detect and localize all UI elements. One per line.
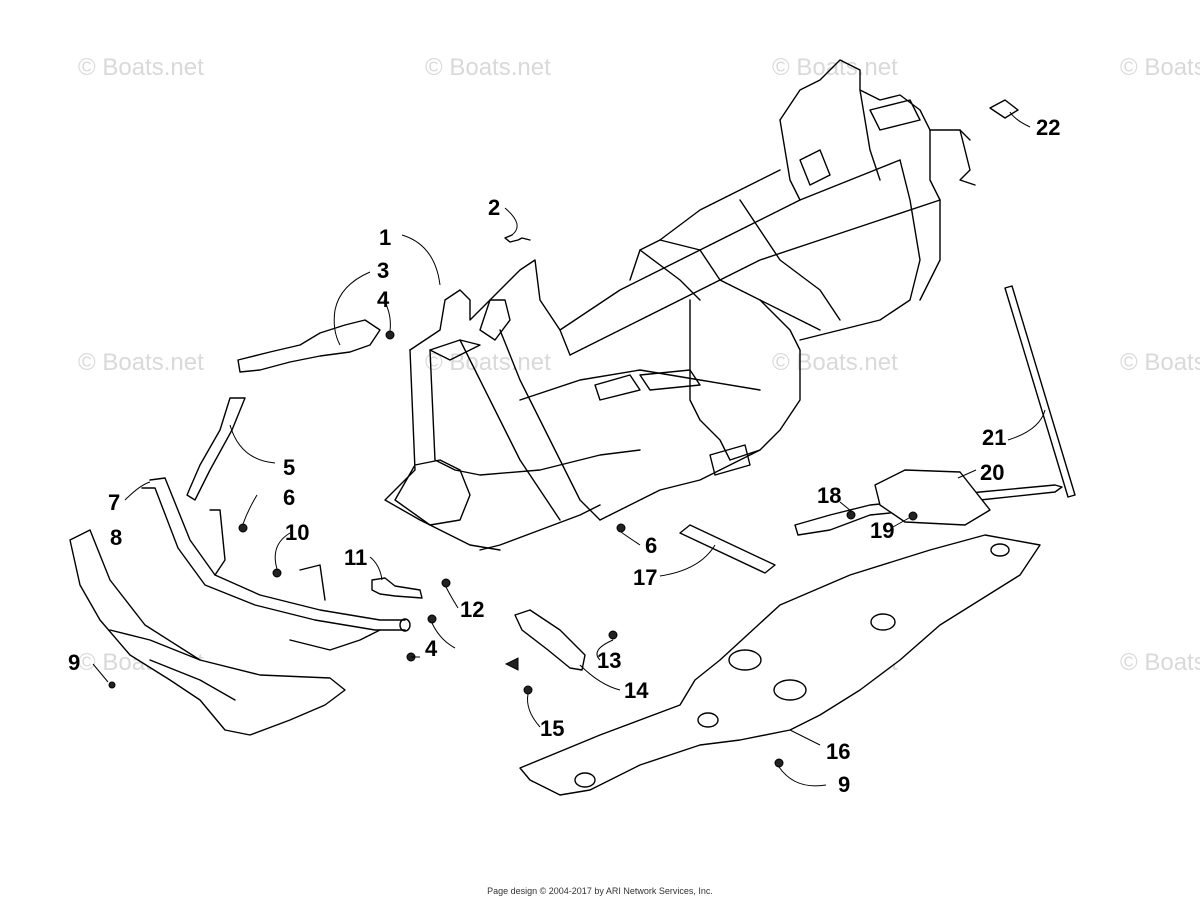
watermark: © Boats.net bbox=[1120, 649, 1200, 676]
part-6-bolt[interactable] bbox=[238, 523, 248, 533]
callouts: 1 2 3 4 5 6 7 8 9 10 11 12 4 6 17 13 14 … bbox=[68, 115, 1060, 797]
callout-20[interactable]: 20 bbox=[980, 460, 1004, 485]
leader-lines bbox=[92, 111, 1046, 787]
callout-1[interactable]: 1 bbox=[379, 225, 391, 250]
callout-6[interactable]: 6 bbox=[283, 485, 295, 510]
part-19-bar[interactable] bbox=[794, 484, 1063, 536]
callout-12[interactable]: 12 bbox=[460, 597, 484, 622]
callout-2[interactable]: 2 bbox=[488, 195, 500, 220]
part-11-bracket[interactable] bbox=[371, 577, 423, 599]
callout-7[interactable]: 7 bbox=[108, 490, 120, 515]
part-20-bracket[interactable] bbox=[874, 469, 991, 526]
part-9-clip[interactable] bbox=[774, 758, 784, 768]
callout-17[interactable]: 17 bbox=[633, 565, 657, 590]
callout-11[interactable]: 11 bbox=[344, 545, 367, 570]
part-6-bolt[interactable] bbox=[616, 523, 626, 533]
part-14-bracket[interactable] bbox=[514, 609, 586, 671]
callout-9[interactable]: 9 bbox=[68, 650, 80, 675]
part-2-clip[interactable] bbox=[504, 234, 531, 243]
arrow-icon bbox=[504, 657, 519, 671]
watermark: © Boats.net bbox=[425, 349, 551, 376]
part-3-bracket[interactable] bbox=[237, 319, 381, 373]
callout-16[interactable]: 16 bbox=[826, 739, 850, 764]
callout-21[interactable]: 21 bbox=[982, 425, 1006, 450]
callout-5[interactable]: 5 bbox=[283, 455, 295, 480]
main-frame[interactable] bbox=[384, 59, 976, 551]
page-footer: Page design © 2004-2017 by ARI Network S… bbox=[487, 886, 713, 896]
watermark: © Boats.net bbox=[78, 349, 204, 376]
part-17-pad[interactable] bbox=[679, 524, 776, 574]
part-10-nut[interactable] bbox=[272, 568, 282, 578]
watermark: © Boats.net bbox=[78, 54, 204, 81]
callout-9[interactable]: 9 bbox=[838, 772, 850, 797]
part-22-decal[interactable] bbox=[989, 99, 1019, 119]
part-8-detail bbox=[109, 629, 236, 701]
part-4-bolt[interactable] bbox=[427, 614, 437, 624]
part-8-front-fascia[interactable] bbox=[69, 529, 346, 736]
part-4-bolt[interactable] bbox=[385, 330, 395, 340]
part-5-bracket[interactable] bbox=[186, 397, 246, 501]
watermark: © Boats.net bbox=[1120, 349, 1200, 376]
callout-4[interactable]: 4 bbox=[425, 636, 438, 661]
part-9-clip[interactable] bbox=[108, 681, 116, 689]
callout-13[interactable]: 13 bbox=[597, 648, 621, 673]
part-18-bolt[interactable] bbox=[846, 510, 856, 520]
callout-15[interactable]: 15 bbox=[540, 716, 564, 741]
callout-4[interactable]: 4 bbox=[377, 287, 390, 312]
part-21-rod[interactable] bbox=[1004, 285, 1076, 498]
watermark: © Boats.net bbox=[772, 54, 898, 81]
callout-3[interactable]: 3 bbox=[377, 258, 389, 283]
part-16-skid-plate[interactable] bbox=[519, 534, 1041, 796]
callout-18[interactable]: 18 bbox=[817, 483, 841, 508]
callout-14[interactable]: 14 bbox=[624, 678, 649, 703]
part-7-front-bumper[interactable] bbox=[141, 477, 411, 651]
fasteners bbox=[108, 330, 918, 768]
callout-8[interactable]: 8 bbox=[110, 525, 122, 550]
part-15-nut[interactable] bbox=[523, 685, 533, 695]
callout-10[interactable]: 10 bbox=[285, 520, 309, 545]
watermark: © Boats.net bbox=[1120, 54, 1200, 81]
callout-6[interactable]: 6 bbox=[645, 533, 657, 558]
watermark: © Boats.net bbox=[425, 54, 551, 81]
callout-19[interactable]: 19 bbox=[870, 518, 894, 543]
part-19-bolt[interactable] bbox=[908, 511, 918, 521]
watermark: © Boats.net bbox=[772, 349, 898, 376]
part-13-bolt[interactable] bbox=[608, 630, 618, 640]
callout-22[interactable]: 22 bbox=[1036, 115, 1060, 140]
part-12-bolt[interactable] bbox=[441, 578, 451, 588]
